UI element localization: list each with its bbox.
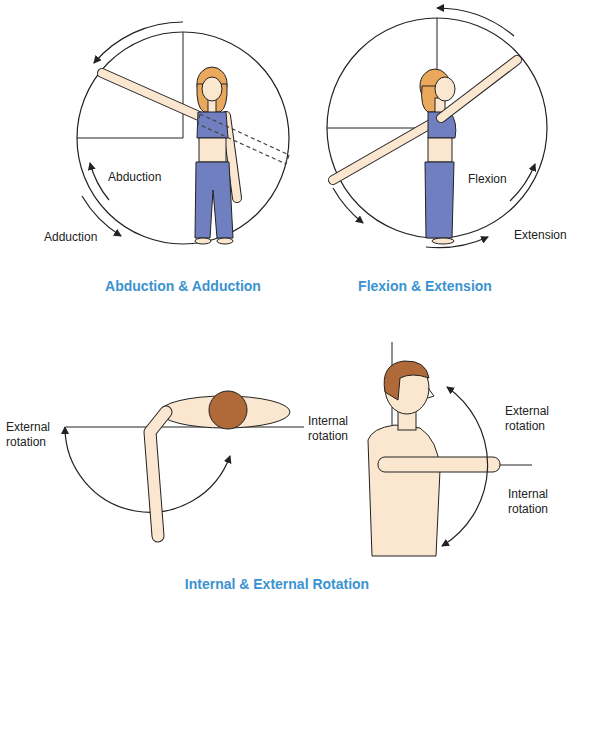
hair [384, 361, 429, 400]
trousers [425, 162, 454, 238]
motion-arrow [333, 188, 363, 223]
motion-label: Internal rotation [508, 487, 570, 517]
motion-label: Flexion [468, 172, 507, 187]
motion-label: External rotation [6, 420, 62, 450]
motion-arrow [442, 387, 488, 546]
trousers [195, 162, 233, 238]
motion-arrow [437, 8, 514, 36]
torso [428, 138, 452, 162]
rotation-side-panel [368, 342, 532, 556]
torso [368, 425, 440, 556]
dashed-arm [198, 114, 289, 164]
arm [441, 60, 517, 118]
abduction-panel [77, 22, 289, 244]
reference-line [77, 138, 183, 139]
motion-arrow [510, 164, 535, 201]
arm [150, 412, 166, 536]
motion-arrow [94, 22, 183, 63]
rotation-top-panel [65, 391, 304, 536]
face [202, 77, 222, 101]
reference-line [183, 32, 184, 138]
top [197, 112, 228, 138]
range-circle [77, 32, 289, 244]
motion-arrow [90, 163, 109, 200]
arm [333, 122, 434, 180]
arm-outline [102, 73, 199, 116]
face [435, 77, 455, 101]
motion-label: External rotation [505, 404, 567, 434]
foot [217, 238, 233, 244]
panel-caption: Flexion & Extension [358, 278, 492, 296]
arm-outline [441, 60, 517, 118]
arm-outline [150, 412, 166, 536]
reference-line [66, 427, 304, 428]
motion-label: Extension [514, 228, 567, 243]
panel-caption: Internal & External Rotation [185, 576, 369, 594]
arm [378, 457, 500, 472]
motion-label: Internal rotation [308, 414, 366, 444]
foot [195, 238, 211, 244]
motion-arrow [426, 237, 488, 248]
arm [102, 73, 199, 116]
flexion-panel [327, 8, 547, 248]
range-circle [327, 18, 547, 238]
motion-label: Abduction [108, 170, 161, 185]
panel-caption: Abduction & Adduction [105, 278, 261, 296]
arm-outline [333, 122, 434, 180]
nose [428, 388, 434, 398]
torso [199, 138, 226, 162]
motion-label: Adduction [44, 230, 97, 245]
foot [432, 238, 454, 244]
head-top [209, 391, 247, 429]
